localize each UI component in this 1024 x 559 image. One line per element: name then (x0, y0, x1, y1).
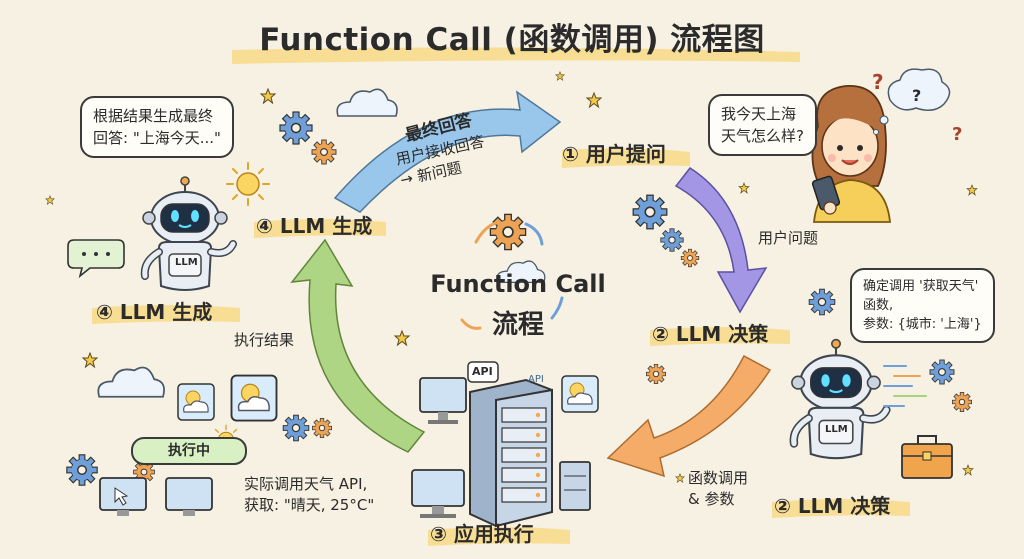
server-rack-icon (469, 378, 553, 528)
step-highlight (254, 219, 386, 238)
arrow-user-problem (674, 166, 768, 314)
gear-icon (808, 288, 836, 316)
weather-card-icon (230, 374, 278, 422)
small-server-icon (559, 461, 591, 511)
star-icon (394, 330, 410, 346)
step-highlight (650, 327, 790, 346)
weather-card-icon (561, 375, 599, 413)
gear-icon (66, 454, 98, 486)
step-highlight (772, 499, 910, 518)
step-label: 用户提问 (585, 142, 666, 166)
api-tag (467, 361, 499, 383)
step-llm-generate-left: ④ LLM 生成 (96, 296, 212, 325)
robot-chest-label: LLM (825, 424, 848, 435)
gear-icon (279, 111, 313, 145)
cycle-icon (460, 220, 564, 330)
center-title-line2: 流程 (491, 310, 544, 340)
robot-decide-bubble: 确定调用 '获取天气' 函数, 参数: {城市: '上海'} (850, 268, 995, 343)
step-number: ④ (256, 214, 273, 238)
star-icon (555, 71, 565, 81)
api-small-label: API (528, 374, 544, 385)
robot-illustration (792, 340, 887, 459)
weather-card-icon (177, 383, 215, 421)
gear-icon (311, 417, 333, 439)
question-mark-icon: ? (872, 70, 884, 94)
step-number: ② (774, 494, 791, 518)
robot-illustration (143, 177, 233, 290)
step-highlight (562, 148, 690, 168)
step-label: LLM 决策 (797, 494, 891, 518)
monitor-icon (165, 477, 213, 516)
step-number: ④ (96, 300, 113, 324)
chat-icon (67, 239, 125, 279)
gear-icon (311, 139, 337, 165)
center-title-line1: Function Call (430, 270, 606, 298)
question-mark-icon: ? (912, 86, 922, 105)
thought-bubble (873, 68, 951, 135)
gear-icon (645, 363, 667, 385)
star-icon (260, 88, 276, 104)
monitor-icon (99, 477, 147, 516)
gear-icon (632, 194, 668, 230)
step-highlight (428, 527, 570, 546)
step-number: ③ (430, 522, 447, 546)
step-label: 应用执行 (453, 522, 534, 546)
step-app-execute: ③ 应用执行 (430, 518, 534, 547)
toolbox-icon (901, 435, 953, 479)
title-highlight (232, 47, 800, 64)
step-label: LLM 生成 (279, 214, 373, 238)
exec-description: 实际调用天气 API, 获取: "晴天, 25°C" (244, 475, 375, 514)
arrow-label-exec-result: 执行结果 (234, 331, 295, 349)
gear-icon (660, 228, 684, 252)
robot-generate-bubble: 根据结果生成最终 回答: "上海今天..." (80, 96, 234, 158)
star-icon (586, 92, 602, 108)
cloud-icon (97, 366, 165, 398)
gear-icon (489, 213, 527, 251)
step-highlight (92, 305, 240, 324)
monitor-icon (411, 469, 465, 518)
executing-status-badge: 执行中 (131, 437, 247, 465)
arrow-final-answer (333, 90, 562, 213)
step-user-question: ① 用户提问 (562, 138, 666, 167)
sun-icon (226, 162, 270, 206)
star-icon (82, 352, 98, 368)
cloud-icon (336, 88, 398, 117)
gear-icon (929, 359, 955, 385)
gear-icon (951, 391, 973, 413)
question-mark-icon: ? (952, 124, 963, 145)
step-llm-decide-bottom: ② LLM 决策 (774, 490, 890, 519)
user-speech-bubble: 我今天上海 天气怎么样? (708, 94, 817, 156)
monitor-icon (419, 377, 467, 424)
arrow-exec-result (290, 238, 426, 453)
star-icon (45, 195, 55, 205)
star-icon (962, 464, 974, 476)
page-title: Function Call (函数调用) 流程图 (259, 22, 765, 58)
arrow-label-func-call: 函数调用 & 参数 (688, 469, 749, 508)
step-llm-decide: ② LLM 决策 (652, 318, 768, 347)
star-icon (738, 182, 750, 194)
step-number: ① (562, 142, 579, 166)
step-llm-generate: ④ LLM 生成 (256, 210, 372, 239)
api-tag-label: API (472, 365, 493, 378)
step-label: LLM 决策 (675, 322, 769, 346)
gear-icon (680, 248, 700, 268)
robot-chest-label: LLM (175, 257, 198, 268)
step-number: ② (652, 322, 669, 346)
code-lines-decoration (883, 365, 927, 407)
star-icon (675, 473, 685, 483)
star-icon (966, 184, 978, 196)
step-label: LLM 生成 (119, 300, 213, 324)
arrow-func-call (606, 354, 772, 478)
arrow-label-user-problem: 用户问题 (758, 229, 819, 247)
user-illustration (811, 85, 891, 223)
gear-icon (282, 414, 310, 442)
